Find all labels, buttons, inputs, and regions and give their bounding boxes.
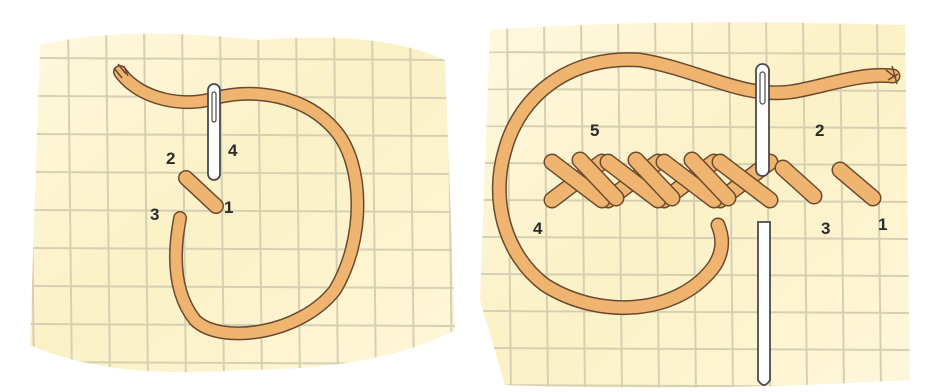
grid-line-horizontal (30, 20, 460, 22)
grid-line-vertical (914, 15, 918, 392)
left-label-1: 1 (224, 198, 233, 217)
right-label-4: 4 (533, 219, 543, 238)
grid-line-horizontal (470, 15, 920, 17)
left-label-4: 4 (228, 141, 238, 160)
grid-line-horizontal (470, 385, 920, 387)
right-label-2: 2 (815, 121, 824, 140)
grid-line-vertical (470, 15, 474, 392)
left-label-3: 3 (150, 205, 159, 224)
left-panel: 4 2 3 1 (0, 0, 470, 392)
herringbone-stitches (552, 160, 770, 200)
right-panel: 5 2 4 3 1 (470, 0, 928, 392)
right-label-3: 3 (821, 219, 830, 238)
right-needle-bottom (758, 222, 770, 385)
right-label-1: 1 (878, 215, 887, 234)
left-needle (208, 84, 220, 180)
right-needle-top (756, 64, 769, 176)
right-label-5: 5 (590, 121, 599, 140)
left-label-2: 2 (166, 149, 175, 168)
